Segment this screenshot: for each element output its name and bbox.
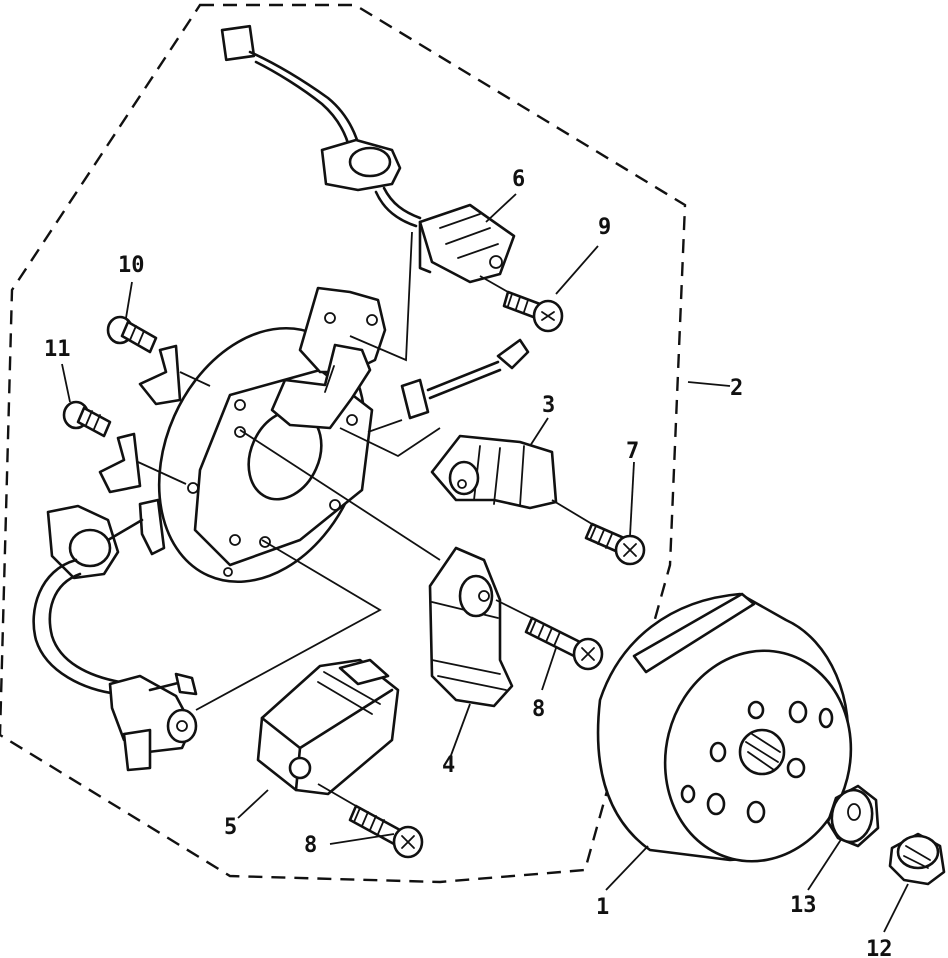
ground-lead [400, 338, 530, 420]
callout-4: 4 [442, 753, 455, 778]
clamp-11 [98, 432, 142, 494]
clamp-11-leader [137, 461, 187, 485]
wire-harness-top [220, 24, 422, 228]
clamp-10-leader [179, 371, 211, 387]
callout-7: 7 [626, 439, 639, 464]
screw-7-leader [551, 499, 593, 525]
screw-9-leader [479, 275, 509, 293]
screw-8-upper [524, 616, 604, 671]
pickup-leader-line [349, 231, 413, 362]
lighting-coil [428, 546, 514, 708]
callout-2-line [687, 381, 731, 387]
screw-8-upper-leader [495, 599, 533, 619]
callout-5: 5 [224, 815, 237, 840]
callout-12-line [883, 883, 909, 933]
callout-3: 3 [542, 393, 555, 418]
assembly-boundary [0, 3, 687, 884]
screw-8-lower [348, 804, 424, 859]
coil3-leader [339, 427, 441, 458]
callout-7-line [629, 461, 635, 537]
callout-10-line [125, 281, 133, 319]
screw-9 [502, 290, 564, 333]
clamp-10 [138, 344, 182, 406]
pickup-coil [418, 203, 516, 284]
charging-coil [430, 434, 558, 510]
callout-8-lower: 8 [304, 833, 317, 858]
callout-1-line [605, 845, 649, 891]
screw-11 [62, 400, 112, 438]
callout-11: 11 [44, 337, 71, 362]
callout-12: 12 [866, 937, 893, 958]
callout-11-line [61, 363, 71, 403]
callout-8-upper: 8 [532, 697, 545, 722]
callout-9-line [555, 245, 599, 295]
callout-2: 2 [730, 376, 743, 401]
coil4-leader [239, 429, 441, 561]
callout-1: 1 [596, 895, 609, 920]
callout-10: 10 [118, 253, 145, 278]
callout-8b-line [329, 833, 395, 845]
lead-leader [367, 419, 403, 433]
collar-13 [826, 784, 880, 848]
wire-harness-left [32, 498, 198, 772]
callout-9: 9 [598, 215, 611, 240]
callout-13-line [807, 837, 843, 891]
callout-13: 13 [790, 893, 817, 918]
callout-5-line [237, 789, 269, 819]
callout-8a-line [541, 647, 557, 691]
flywheel-rotor [596, 592, 853, 863]
callout-6: 6 [512, 167, 525, 192]
harness-leader [195, 539, 382, 711]
screw-8-lower-leader [317, 783, 357, 807]
callout-6-line [485, 193, 517, 223]
screw-10 [106, 315, 158, 354]
callout-3-line [529, 417, 549, 447]
cdi-unit [256, 658, 400, 796]
callout-4-line [449, 703, 471, 759]
pickup-bracket [270, 286, 387, 430]
screw-7 [584, 522, 646, 566]
nut-12 [888, 832, 946, 886]
